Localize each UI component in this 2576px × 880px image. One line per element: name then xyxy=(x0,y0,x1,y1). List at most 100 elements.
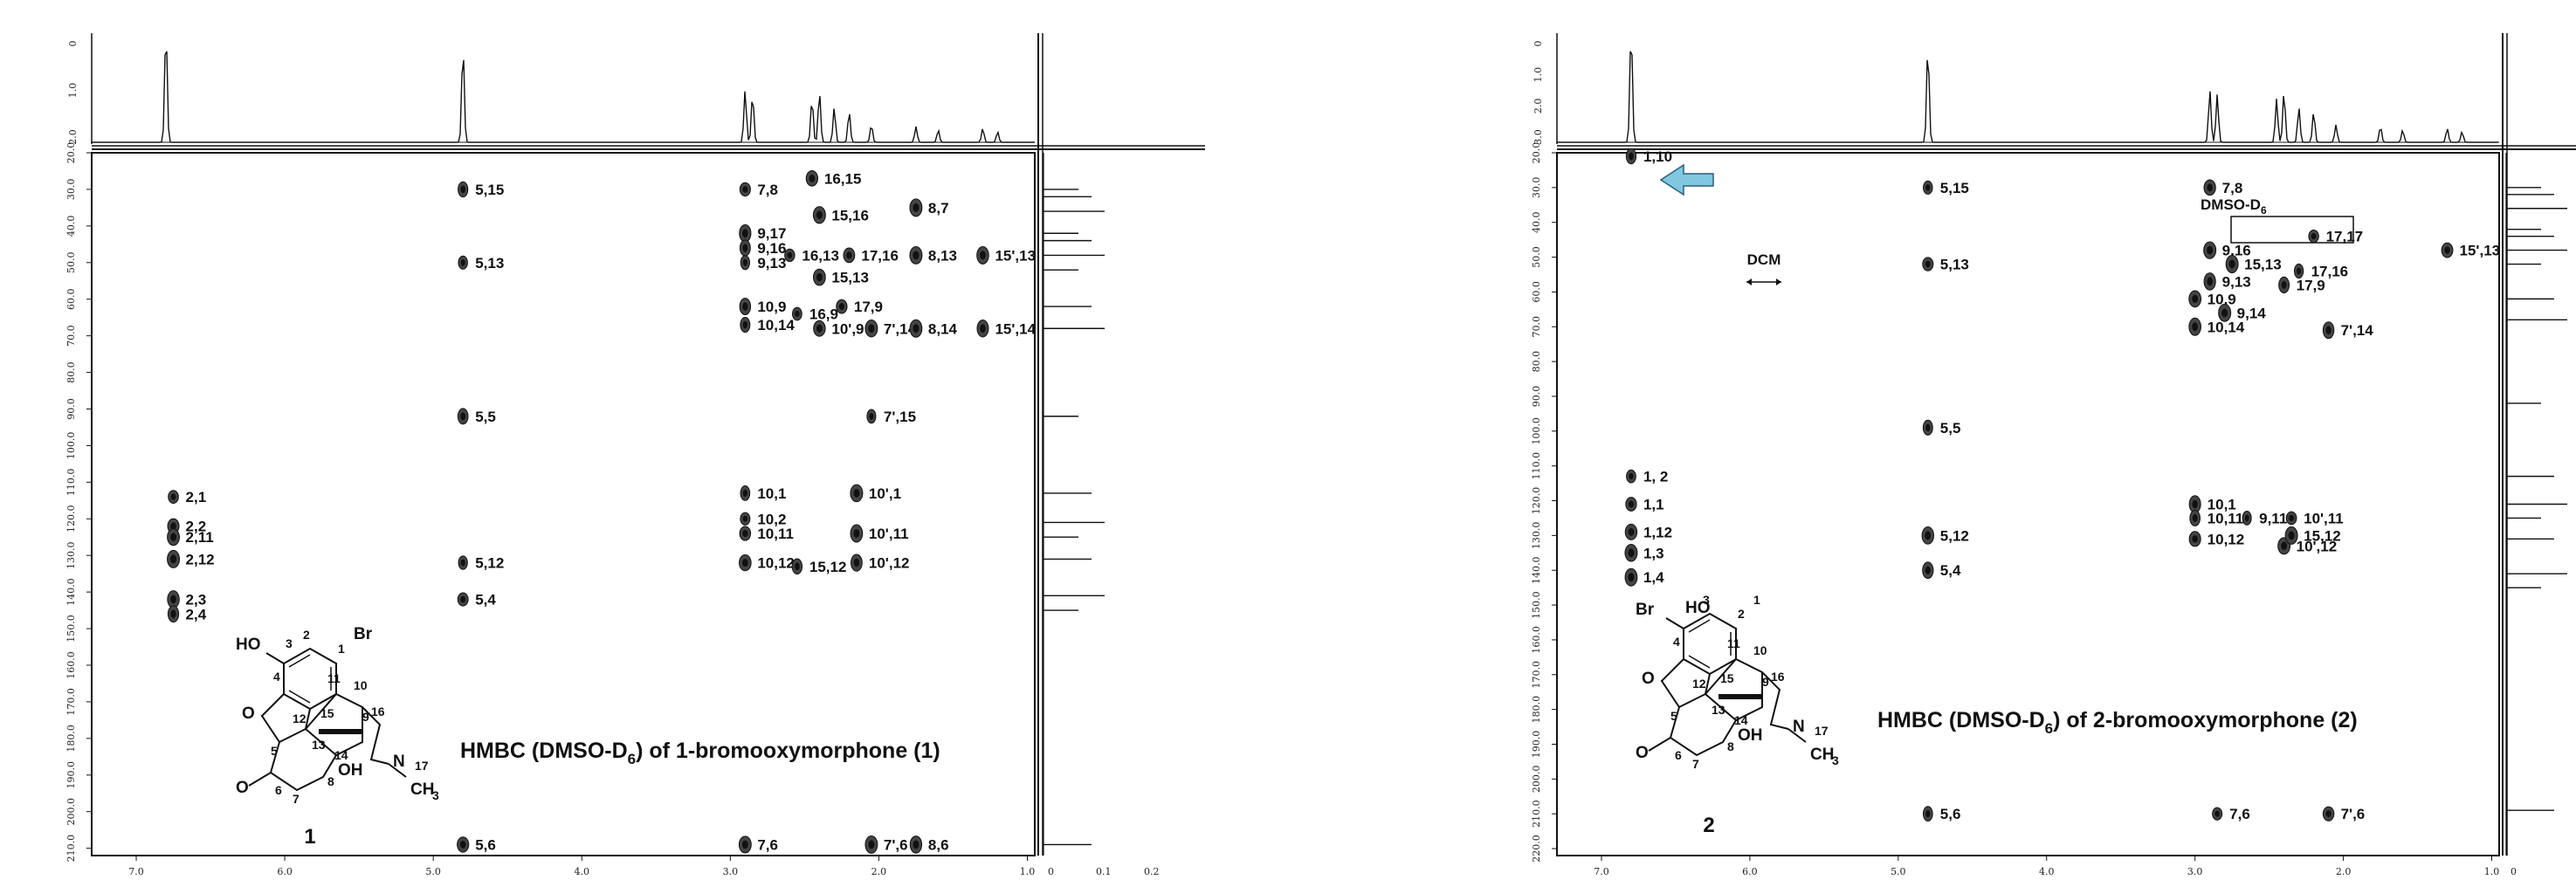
cross-peak: 9,13 xyxy=(2203,272,2251,291)
y-tick-label: 30.0 xyxy=(1531,177,1542,199)
cross-peak-core xyxy=(913,203,920,212)
structure-atom-label: Br xyxy=(1636,601,1655,619)
side-tick-label: 0.2 xyxy=(1144,866,1160,877)
cross-peak: 10,12 xyxy=(739,553,795,572)
solvent-label-main: DMSO-D xyxy=(2201,196,2261,213)
cross-peak-core xyxy=(913,324,920,333)
ring-c xyxy=(305,692,363,757)
cross-peak-core xyxy=(2214,810,2220,817)
cross-peak-core xyxy=(980,324,986,333)
top-tick-label: 2.0 xyxy=(67,129,79,145)
piperidine-bonds xyxy=(362,706,389,765)
cross-peak-label: 17,9 xyxy=(854,299,883,315)
top-tick-label: 0 xyxy=(1533,41,1544,47)
cross-peak: 10,1 xyxy=(740,485,786,502)
y-tick-label: 90.0 xyxy=(1531,386,1542,408)
y-tick-label: 130.0 xyxy=(65,541,77,569)
structure-atom-label: 13 xyxy=(312,738,326,752)
cross-peak-core xyxy=(742,186,748,193)
cross-peak-core xyxy=(741,840,748,849)
cross-peak: 16,13 xyxy=(784,247,839,264)
cross-peak-core xyxy=(913,251,920,260)
cross-peak: 10,2 xyxy=(740,511,786,527)
cross-peak: 9,13 xyxy=(740,255,786,272)
cross-peak-label: 10,12 xyxy=(757,555,795,572)
y-tick-label: 190.0 xyxy=(1531,731,1542,759)
cross-peak-label: 10',12 xyxy=(869,555,910,572)
side-tick-label: 0 xyxy=(2511,866,2517,877)
cross-peak-label: 15,12 xyxy=(809,559,847,575)
structure-atom-label: 16 xyxy=(1771,670,1785,684)
cross-peak: 9,14 xyxy=(2218,303,2266,322)
cross-peak: 15,13 xyxy=(2225,255,2282,274)
y-tick-label: 20.0 xyxy=(1531,142,1542,164)
x-tick-label: 6.0 xyxy=(1742,866,1758,877)
cross-peak: 8,7 xyxy=(909,198,949,217)
cross-peak-core xyxy=(795,310,800,318)
cross-peak: 7',14 xyxy=(2322,321,2373,339)
structure-atom-label: 9 xyxy=(362,710,369,724)
cross-peak: 10,11 xyxy=(2189,509,2243,526)
cross-peak-core xyxy=(170,533,177,541)
cross-peak-core xyxy=(170,595,176,604)
cross-peak: 10',9 xyxy=(813,320,864,337)
cross-peak-label: 5,6 xyxy=(1940,806,1961,822)
cross-peak: 7,6 xyxy=(738,835,778,854)
cross-peak-label: 1,3 xyxy=(1643,545,1664,561)
x-tick-label: 3.0 xyxy=(723,866,739,877)
cross-peak: 7,8 xyxy=(2203,179,2242,196)
cross-peak-core xyxy=(795,562,800,571)
x-tick-label: 1.0 xyxy=(2484,866,2500,877)
cross-peak: 16,15 xyxy=(805,170,862,187)
cross-peak-label: 1, 2 xyxy=(1643,469,1668,485)
cross-peak-core xyxy=(2207,245,2214,255)
y-tick-label: 50.0 xyxy=(65,252,77,274)
y-tick-label: 110.0 xyxy=(1531,452,1542,480)
oh-bond xyxy=(1665,617,1684,629)
n-methyl-bond xyxy=(388,763,407,778)
cross-peak-label: 7,6 xyxy=(757,836,778,853)
y-tick-label: 140.0 xyxy=(1531,556,1542,584)
cross-peak-label: 5,15 xyxy=(1940,180,1969,196)
cross-peak-core xyxy=(2444,246,2450,254)
compound-number: 2 xyxy=(1703,814,1714,837)
cross-peak: 7',15 xyxy=(866,409,916,425)
cross-peak: 7',6 xyxy=(2322,806,2365,822)
cross-peak: 2,11 xyxy=(167,528,214,546)
cross-peak: 1,12 xyxy=(1624,523,1672,540)
cross-peak-core xyxy=(869,412,874,420)
structure-atom-label: 5 xyxy=(271,744,278,758)
cross-peak: 8,14 xyxy=(909,319,958,338)
y-tick-label: 90.0 xyxy=(65,398,77,420)
cross-peak-label: 10,11 xyxy=(757,526,794,542)
cross-peak: 16,9 xyxy=(792,306,838,322)
structure-atom-label: 17 xyxy=(415,759,429,773)
cross-peak-core xyxy=(742,258,747,266)
cross-peak: 9,16 xyxy=(739,239,786,257)
cross-peak-label: 15,16 xyxy=(831,207,869,223)
y-tick-label: 160.0 xyxy=(1531,626,1542,654)
cross-peak-label: 8,14 xyxy=(928,320,958,337)
n-methyl-bond xyxy=(1787,728,1807,743)
chart-title-main: HMBC (DMSO-D xyxy=(460,739,628,763)
cross-peak-label: 10',1 xyxy=(869,485,901,502)
highlight-arrow xyxy=(1659,163,1714,196)
y-tick-label: 140.0 xyxy=(65,578,77,606)
chart-title-tail: ) of 1-bromooxymorphone (1) xyxy=(636,739,940,763)
structure-atom-label: Br xyxy=(354,625,373,643)
cross-peak: 10',12 xyxy=(851,553,910,572)
y-tick-label: 210.0 xyxy=(65,835,77,863)
cross-peak-label: 16,15 xyxy=(824,170,862,187)
cross-peak-label: 5,15 xyxy=(475,182,504,198)
x-tick-label: 2.0 xyxy=(871,866,887,877)
y-tick-label: 30.0 xyxy=(65,179,77,201)
cross-peak: 9,17 xyxy=(739,223,786,243)
cross-peak-label: 15',13 xyxy=(995,247,1036,264)
cross-peak-core xyxy=(838,303,844,311)
top-tick-label: 1.0 xyxy=(1533,67,1544,83)
side-tick-label: 0.1 xyxy=(1096,866,1112,877)
cross-peak-core xyxy=(809,174,816,182)
structure-atom-label: N xyxy=(393,753,405,771)
cross-peak-label: 10,2 xyxy=(757,511,786,527)
